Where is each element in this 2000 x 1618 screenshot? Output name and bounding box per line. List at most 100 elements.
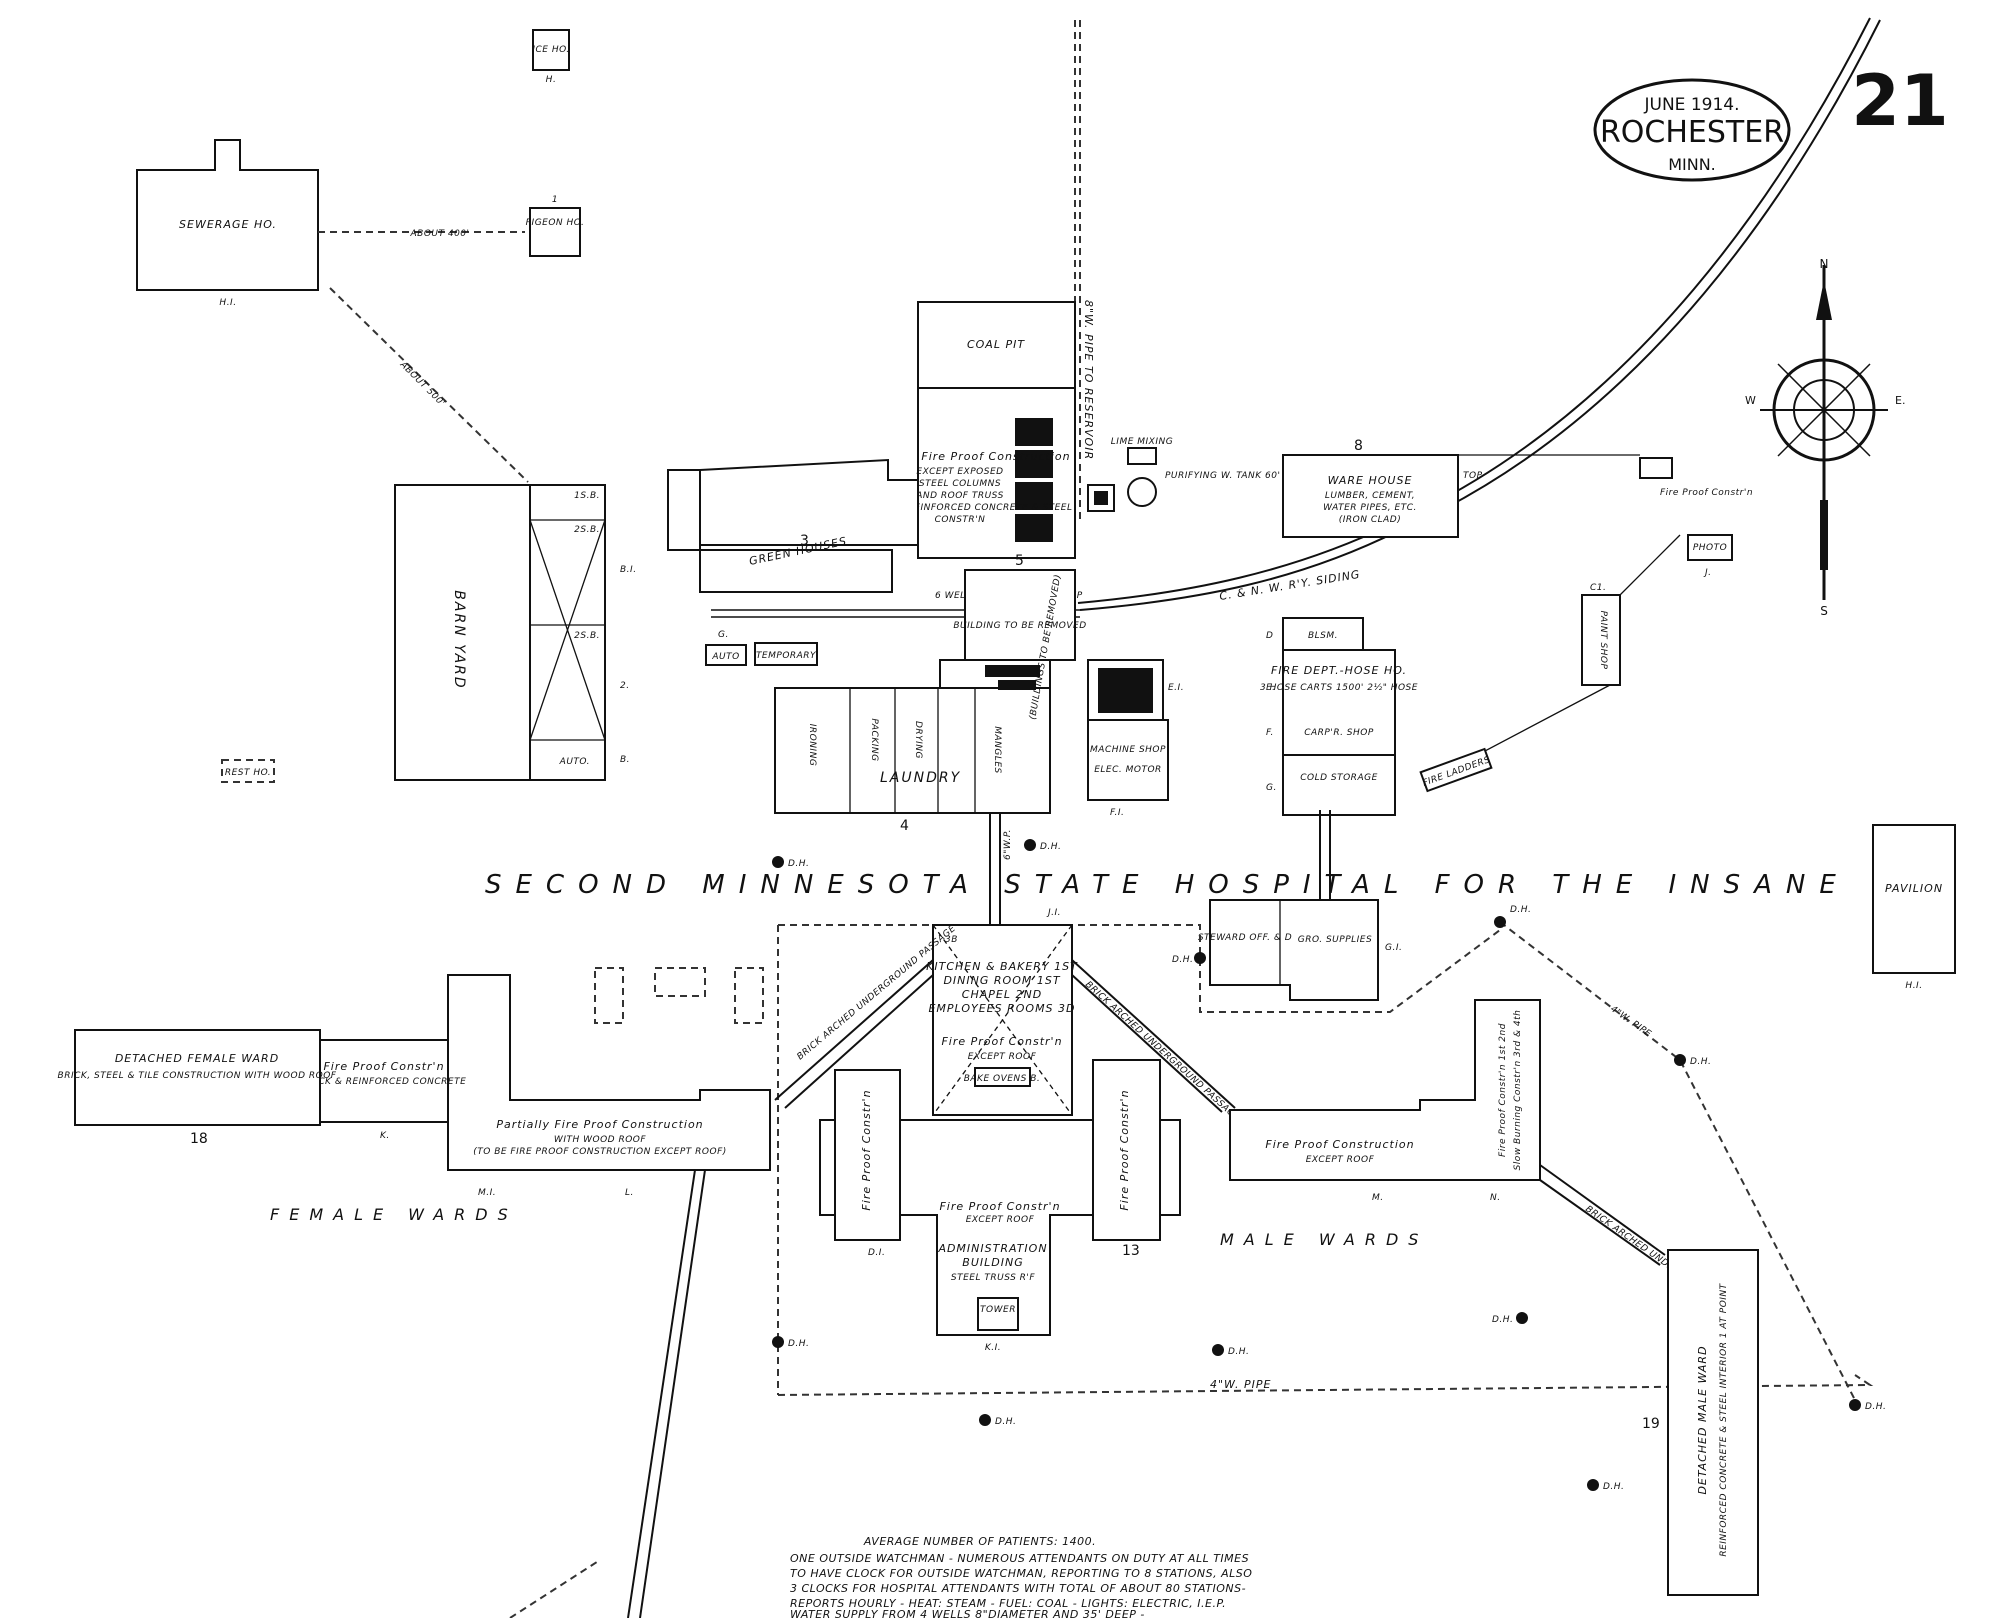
m-code: M. [1372,1193,1384,1203]
di-code: D.I. [868,1248,885,1258]
dh-label-9: D.H. [1492,1315,1513,1325]
blsm-label: BLSM. [1308,631,1338,641]
building-to-be-removed [964,569,1076,661]
male-wing-2: Slow Burning Constr'n 3rd & 4th [1513,1010,1523,1171]
machine-code-2: F.I. [1110,808,1124,818]
detached-female-text: BRICK, STEEL & TILE CONSTRUCTION WITH WO… [58,1071,337,1081]
photo-code: J. [1703,568,1712,578]
male-wing-1: Fire Proof Constr'n 1st 2nd [1498,1023,1508,1157]
power-house-num: 5 [1015,553,1024,569]
kitchen-text-2: DINING ROOM 1ST [943,974,1060,987]
ware-house-num: 8 [1354,438,1363,454]
barn-yard [394,484,531,781]
reservoir-pipe-label: 8"W. PIPE TO RESERVOIR [1082,300,1095,460]
detached-female-label: DETACHED FEMALE WARD [115,1052,279,1065]
ironing-label: IRONING [807,724,817,767]
sewerage-code: H.I. [219,298,236,308]
male-ward-m [1229,999,1541,1181]
laundry-num: 4 [900,818,909,834]
pigeon-house-label: PIGEON HO. [526,218,585,228]
green-house-office [667,469,701,551]
partially-fp-2: WITH WOOD ROOF [554,1135,646,1145]
detached-female-num: 18 [190,1131,208,1147]
barn-floor-4: AUTO. [559,757,590,767]
note-5: REPORTS HOURLY - HEAT: STEAM - FUEL: COA… [790,1597,1226,1610]
kitchen-text-3: CHAPEL 2ND [962,988,1042,1001]
compass-west: W [1745,394,1756,407]
south-road [627,1169,696,1618]
railroad-track [1079,19,1881,611]
compass-north: N [1820,257,1829,271]
temporary-label: TEMPORARY [756,651,817,661]
sheet-number: 21 [1851,60,1948,142]
railroad-track-rail [1077,17,1871,604]
n-code: N. [1490,1193,1501,1203]
note-1: AVERAGE NUMBER OF PATIENTS: 1400. [863,1535,1096,1548]
map-notes: AVERAGE NUMBER OF PATIENTS: 1400. ONE OU… [790,1535,1252,1618]
machine-shop [1087,719,1169,801]
admin-fp-1: Fire Proof Constr'n [939,1200,1060,1213]
gro-supplies-label: GRO. SUPPLIES [1298,935,1372,945]
power-house-text-1: Fire Proof Construction [921,450,1070,463]
admin-label-1: ADMINISTRATION [937,1242,1047,1255]
compass-east: E. [1895,394,1905,407]
admin-code: K.I. [985,1343,1001,1353]
kitchen-fp-1: Fire Proof Constr'n [941,1035,1062,1048]
note-3: TO HAVE CLOCK FOR OUTSIDE WATCHMAN, REPO… [790,1567,1252,1580]
barn-yard-label: BARN YARD [451,590,467,689]
kitchen-fp-2: EXCEPT ROOF [968,1052,1037,1062]
barn-floor-2: 2S.B. [574,525,600,535]
sewerage-house-label: SEWERAGE HO. [179,218,277,231]
note-4: 3 CLOCKS FOR HOSPITAL ATTENDANTS WITH TO… [790,1582,1246,1595]
pipe-4w-south-label: 4"W. PIPE [1210,1378,1272,1391]
male-fp-1: Fire Proof Construction [1265,1138,1414,1151]
dh-label-4: D.H. [1510,905,1531,915]
ware-house-text-1: LUMBER, CEMENT, [1325,491,1415,501]
drying-label: DRYING [913,721,923,759]
kitchen-text-4: EMPLOYEES ROOMS 3D [928,1002,1075,1015]
coal-pit [917,301,1076,389]
pipe-6w-label: 6"W.P. [1003,829,1013,860]
tower-label: TOWER [980,1305,1016,1315]
barn-code-1: B.I. [620,565,637,575]
note-6: WATER SUPPLY FROM 4 WELLS 8"DIAMETER AND… [790,1608,1145,1618]
female-ward-l [447,974,771,1171]
barn-floor-1: 1S.B. [574,491,600,501]
male-passage [1071,959,1236,1109]
city-cartouche: JUNE 1914. ROCHESTER MINN. [1593,78,1791,182]
machine-code-1: E.I. [1168,683,1184,693]
kitchen-num: 3B [945,935,958,945]
male-fp-2: EXCEPT ROOF [1306,1155,1375,1165]
packing-label: PACKING [869,718,879,761]
detached-male-label: DETACHED MALE WARD [1696,1345,1709,1494]
detached-male-passage [1539,1164,1666,1256]
pavilion-code: H.I. [1905,981,1922,991]
paint-shop-label: PAINT SHOP [1598,611,1608,670]
steward-label: STEWARD OFF. & D [1198,933,1292,943]
e13-fp-label: Fire Proof Constr'n [1118,1089,1131,1210]
di-fp-label: Fire Proof Constr'n [860,1089,873,1210]
k-fp-1: Fire Proof Constr'n [323,1060,444,1073]
cold-storage [1282,754,1396,816]
auto-house [705,644,747,666]
auto-code: G. [718,630,729,640]
ice-house-code: H. [546,75,557,85]
fire-dept-code-1: D [1266,631,1273,641]
map-date: JUNE 1914. [1644,95,1740,115]
paint-shop [1581,594,1621,686]
fire-proof-label: Fire Proof Constr'n [1660,488,1753,498]
detached-male-text: REINFORCED CONCRETE & STEEL INTERIOR 1 A… [1719,1282,1729,1556]
admin-label-2: BUILDING [962,1256,1023,1269]
power-house-text-2: EXCEPT EXPOSED [916,467,1003,477]
power-house-text-4: AND ROOF TRUSS [915,491,1004,501]
k-code: K. [380,1131,390,1141]
laundry [774,687,1051,814]
note-2: ONE OUTSIDE WATCHMAN - NUMEROUS ATTENDAN… [790,1552,1249,1565]
pigeon-house-num: 1 [552,195,558,205]
ware-house-text-2: WATER PIPES, ETC. [1323,503,1417,513]
city-name: ROCHESTER [1600,115,1784,150]
power-house-text-3: STEEL COLUMNS [919,479,1001,489]
distance-line-500 [329,287,529,483]
admin-label-3: STEEL TRUSS R'F [951,1273,1035,1283]
